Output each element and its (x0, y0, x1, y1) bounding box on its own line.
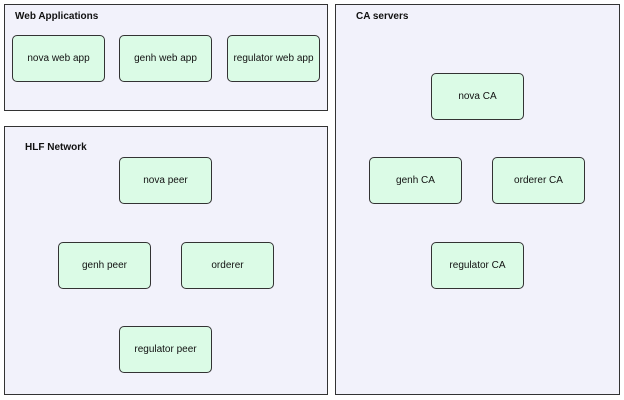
nova-ca-node[interactable]: nova CA (431, 73, 524, 120)
regulator-web-app-node[interactable]: regulator web app (227, 35, 320, 82)
web-applications-title: Web Applications (15, 11, 99, 22)
genh-peer-node[interactable]: genh peer (58, 242, 151, 289)
hlf-network-title: HLF Network (25, 142, 87, 153)
regulator-ca-node[interactable]: regulator CA (431, 242, 524, 289)
genh-web-app-node[interactable]: genh web app (119, 35, 212, 82)
orderer-node[interactable]: orderer (181, 242, 274, 289)
nova-peer-node[interactable]: nova peer (119, 157, 212, 204)
orderer-ca-node[interactable]: orderer CA (492, 157, 585, 204)
ca-servers-title: CA servers (356, 11, 409, 22)
regulator-peer-node[interactable]: regulator peer (119, 326, 212, 373)
genh-ca-node[interactable]: genh CA (369, 157, 462, 204)
nova-web-app-node[interactable]: nova web app (12, 35, 105, 82)
